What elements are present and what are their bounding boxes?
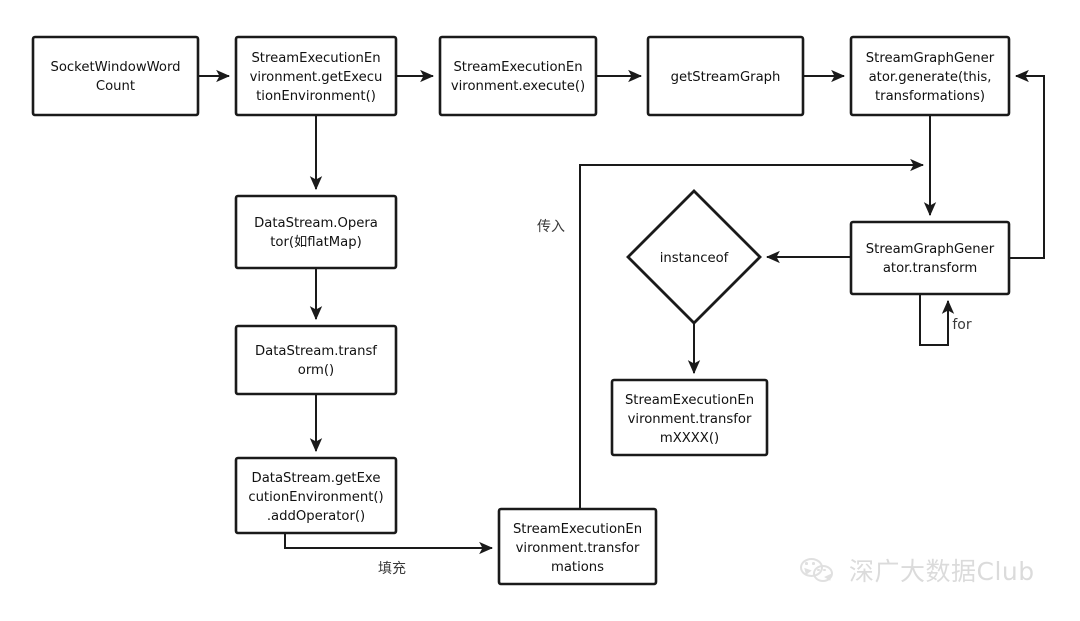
node-label-line: mXXXX() bbox=[660, 431, 719, 446]
node-label-line: tionEnvironment() bbox=[256, 89, 376, 104]
edge-transform-for-loop bbox=[919, 294, 955, 346]
node-label-line: ator.generate(this, bbox=[869, 70, 992, 85]
node-label-line: DataStream.getExe bbox=[252, 471, 381, 486]
node-datastream-operator[interactable]: DataStream.Opera tor(如flatMap) bbox=[234, 194, 398, 270]
node-socket-window-word-count[interactable]: SocketWindowWord Count bbox=[31, 35, 200, 117]
node-stream-graph-generator-transform[interactable]: StreamGraphGener ator.transform bbox=[849, 220, 1011, 296]
node-label-line: StreamGraphGener bbox=[866, 242, 995, 257]
node-instanceof-decision[interactable]: instanceof bbox=[626, 189, 762, 325]
node-label-line: mations bbox=[551, 560, 604, 575]
edge-label-chuanru: 传入 bbox=[537, 219, 565, 235]
node-label-line: Count bbox=[96, 79, 135, 94]
node-datastream-add-operator[interactable]: DataStream.getExe cutionEnvironment() .a… bbox=[234, 456, 398, 535]
node-label-line: vironment.getExecu bbox=[250, 70, 383, 85]
node-label-line: tor(如flatMap) bbox=[270, 234, 362, 250]
node-label-line: StreamExecutionEn bbox=[513, 522, 642, 537]
node-label-line: SocketWindowWord bbox=[50, 60, 180, 75]
node-label-line: StreamExecutionEn bbox=[251, 51, 380, 66]
node-environment-execute[interactable]: StreamExecutionEn vironment.execute() bbox=[438, 35, 598, 117]
node-label-line: ator.transform bbox=[883, 261, 977, 276]
node-label-line: DataStream.Opera bbox=[254, 216, 378, 231]
node-label-line: getStreamGraph bbox=[671, 70, 781, 85]
node-label-line: vironment.execute() bbox=[451, 79, 585, 94]
node-label-line: StreamGraphGener bbox=[866, 51, 995, 66]
node-environment-transform-xxxx[interactable]: StreamExecutionEn vironment.transfor mXX… bbox=[610, 378, 769, 457]
node-label-line: StreamExecutionEn bbox=[453, 60, 582, 75]
edge-label-tianchong: 填充 bbox=[378, 561, 406, 577]
node-label-line: cutionEnvironment() bbox=[248, 490, 383, 505]
edges bbox=[198, 69, 1045, 555]
edge-addoperator-to-transformations bbox=[284, 533, 494, 555]
node-stream-graph-generator-generate[interactable]: StreamGraphGener ator.generate(this, tra… bbox=[849, 35, 1011, 117]
node-label-line: StreamExecutionEn bbox=[625, 393, 754, 408]
edge-label-for: for bbox=[952, 317, 971, 333]
edge-labels: 传入 填充 for bbox=[378, 219, 972, 577]
node-label-line: vironment.transfor bbox=[628, 412, 752, 427]
edge-transformations-to-generator bbox=[579, 158, 925, 509]
node-label-line: vironment.transfor bbox=[516, 541, 640, 556]
node-datastream-transform[interactable]: DataStream.transf orm() bbox=[234, 324, 398, 396]
edge-transform-back-to-generate bbox=[1009, 69, 1045, 259]
diamond-label: instanceof bbox=[660, 251, 729, 266]
node-get-execution-environment[interactable]: StreamExecutionEn vironment.getExecu tio… bbox=[234, 35, 398, 117]
node-label-line: DataStream.transf bbox=[255, 344, 377, 359]
node-get-stream-graph[interactable]: getStreamGraph bbox=[646, 35, 805, 117]
node-label-line: transformations) bbox=[875, 89, 985, 104]
node-environment-transformations[interactable]: StreamExecutionEn vironment.transfor mat… bbox=[497, 507, 658, 586]
node-label-line: .addOperator() bbox=[267, 509, 365, 524]
node-label-line: orm() bbox=[298, 363, 334, 378]
